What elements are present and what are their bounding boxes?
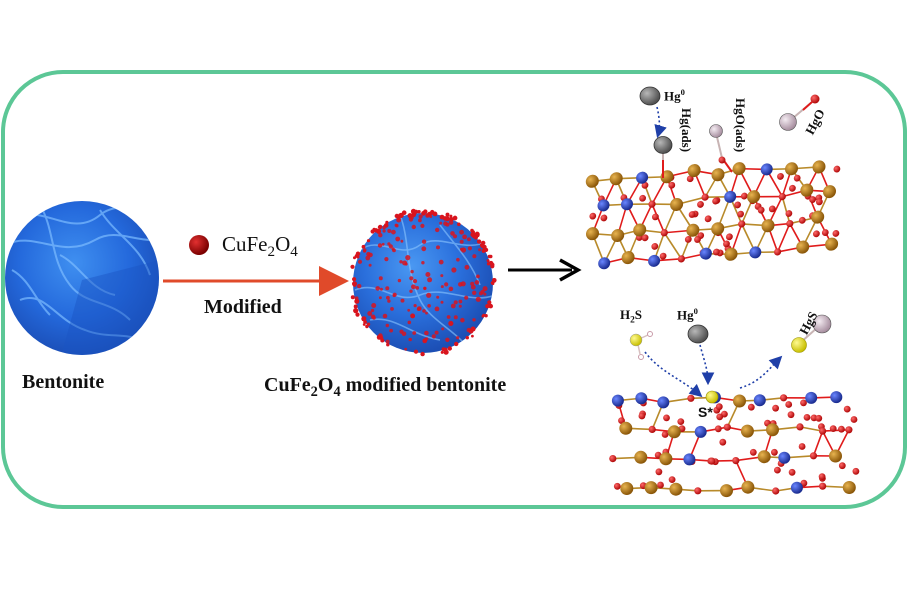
hg0-atom-top (639, 86, 661, 106)
h2s-adsorption-path (644, 351, 703, 398)
hg-ads-label: Hg(ads) (679, 108, 694, 153)
hg0-bottom-label: Hg0 (677, 306, 698, 323)
h2s-label: H2S (620, 307, 643, 326)
hgo-molecule (779, 94, 820, 131)
hgo-ads-label: HgO(ads) (733, 98, 748, 153)
modified-bentonite-sphere (350, 208, 497, 357)
crystal-lattice-top (585, 160, 841, 270)
hg0-adsorption-path (699, 344, 715, 386)
hg0-top-label: Hg0 (664, 87, 685, 104)
modified-label: Modified (204, 296, 282, 318)
cufe2o4-legend-label: CuFe2O4 (222, 232, 298, 261)
adsorption-path-top (654, 106, 667, 139)
bentonite-label: Bentonite (22, 371, 105, 393)
hgs-molecule (791, 314, 832, 353)
h2s-molecule (629, 331, 653, 360)
hgo-ads-molecule (709, 124, 733, 173)
s-star-atom (705, 390, 719, 404)
main-arrow (508, 258, 582, 282)
cufe2o4-particle-icon (189, 235, 209, 255)
hg0-atom-bottom (687, 324, 709, 344)
frame-border (1, 70, 907, 509)
hg-ads-atom (653, 136, 673, 178)
product-label: CuFe2O4 modified bentonite (264, 374, 507, 400)
hgs-desorption-path (739, 355, 783, 389)
s-star-label: S* (698, 404, 713, 420)
bentonite-sphere (5, 201, 159, 355)
crystal-lattice-bottom (609, 391, 860, 498)
